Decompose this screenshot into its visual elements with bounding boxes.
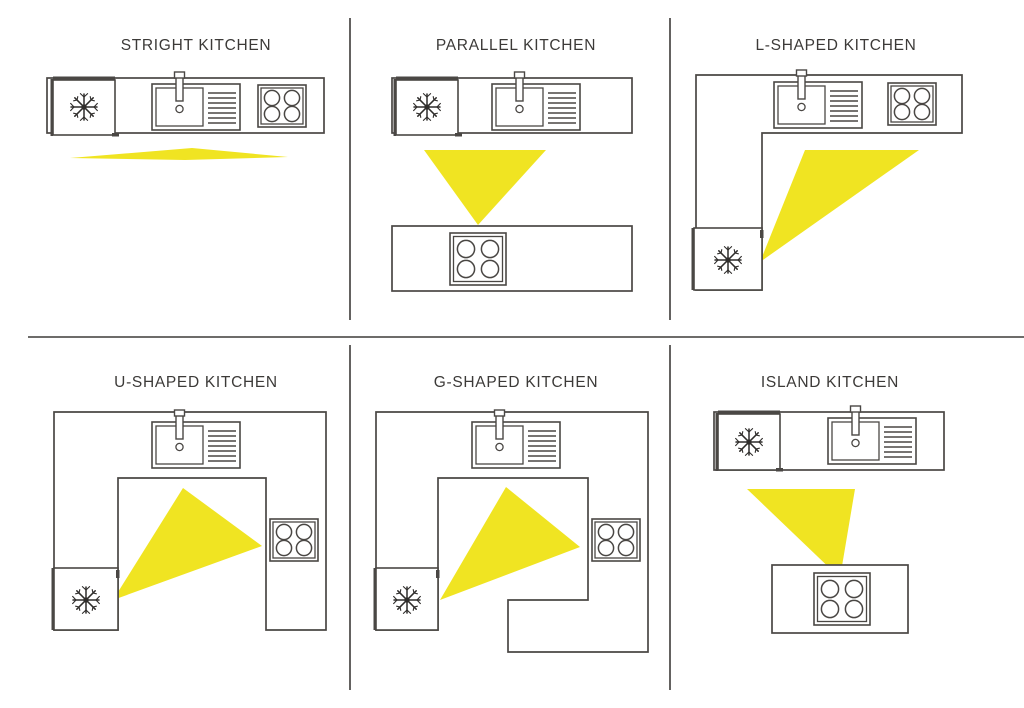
snowflake-icon: [713, 245, 743, 275]
u-shaped-kitchen-title: U-SHAPED KITCHEN: [114, 374, 278, 391]
layout-g-shaped-kitchen[interactable]: G-SHAPED KITCHEN: [373, 374, 649, 653]
refrigerator: [691, 227, 764, 291]
g-shaped-kitchen-title: G-SHAPED KITCHEN: [434, 374, 599, 391]
work-triangle-g-shaped: [440, 487, 580, 600]
snowflake-icon: [392, 585, 422, 615]
l-shaped-kitchen-title: L-SHAPED KITCHEN: [755, 37, 916, 54]
work-triangle-l-shaped: [760, 150, 919, 262]
layout-straight-kitchen[interactable]: STRIGHT KITCHEN: [46, 37, 325, 160]
work-triangle-parallel: [424, 150, 546, 225]
straight-kitchen-title: STRIGHT KITCHEN: [121, 37, 272, 54]
stove-cooktop: [269, 518, 319, 562]
snowflake-icon: [734, 427, 764, 457]
layout-u-shaped-kitchen[interactable]: U-SHAPED KITCHEN: [51, 374, 327, 631]
parallel-kitchen-title: PARALLEL KITCHEN: [436, 37, 596, 54]
refrigerator: [373, 567, 440, 631]
work-triangle-straight: [70, 148, 288, 160]
work-triangle-island: [747, 489, 855, 578]
layout-island-kitchen[interactable]: ISLAND KITCHEN: [713, 374, 945, 634]
grid-dividers: [28, 18, 1024, 690]
refrigerator: [393, 76, 462, 137]
island-kitchen-title: ISLAND KITCHEN: [761, 374, 899, 391]
layout-l-shaped-kitchen[interactable]: L-SHAPED KITCHEN: [691, 37, 963, 291]
stove-cooktop: [257, 84, 307, 128]
refrigerator: [50, 76, 119, 137]
refrigerator: [715, 410, 783, 472]
counter-run-bottom: [391, 225, 633, 292]
stove-cooktop: [813, 572, 871, 626]
stove-cooktop: [887, 82, 937, 126]
refrigerator: [51, 567, 120, 631]
snowflake-icon: [412, 92, 442, 122]
stove-cooktop: [591, 518, 641, 562]
snowflake-icon: [69, 92, 99, 122]
work-triangle-u-shaped: [113, 488, 262, 600]
layout-parallel-kitchen[interactable]: PARALLEL KITCHEN: [391, 37, 633, 292]
snowflake-icon: [71, 585, 101, 615]
stove-cooktop: [449, 232, 507, 286]
